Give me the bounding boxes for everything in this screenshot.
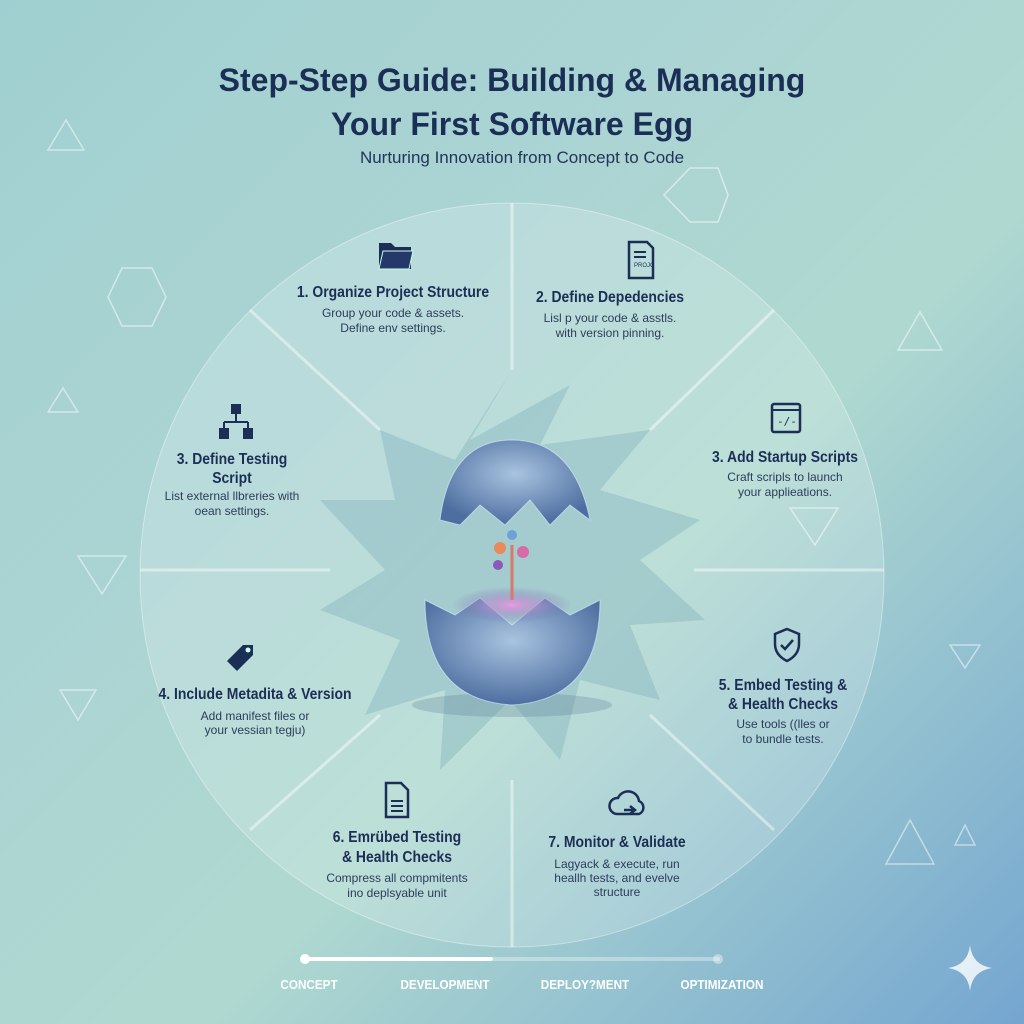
step-desc: heallh tests, and evelve xyxy=(554,871,680,885)
hierarchy-icon xyxy=(219,404,253,439)
decorative-triangles xyxy=(46,118,982,865)
timeline-start-dot xyxy=(300,954,310,964)
step-desc: your vessian tegju) xyxy=(204,723,306,737)
step-desc: with version pinning. xyxy=(555,326,665,340)
page-title-line2: Your First Software Egg xyxy=(330,106,694,142)
step-desc: Use tools ((lles or xyxy=(736,717,830,731)
timeline-stage-development: DEVELOPMENT xyxy=(400,977,490,992)
sprout-tree-icon xyxy=(493,530,529,600)
step-title: Script xyxy=(212,470,252,487)
step-title: & Health Checks xyxy=(341,849,453,866)
step-title: 4. Include Metadita & Version xyxy=(158,686,352,703)
step-title: 3. Define Testing xyxy=(176,451,288,468)
step-title: 2. Define Depedencies xyxy=(535,289,685,306)
step-desc: oean settings. xyxy=(194,504,270,518)
segment-dividers xyxy=(140,203,884,947)
step-desc: to bundle tests. xyxy=(742,732,824,746)
document-icon: PROJC xyxy=(627,240,655,280)
timeline-end-dot xyxy=(713,954,723,964)
step-desc: Craft scripls to launch xyxy=(727,470,843,484)
folder-icon xyxy=(378,243,414,270)
step-desc: Compress all compmitents xyxy=(326,871,468,885)
step-title: 3. Add Startup Scripts xyxy=(712,449,858,466)
step-desc: Lagyack & execute, run xyxy=(554,857,680,871)
page-title-line1: Step-Step Guide: Building & Managing xyxy=(218,62,806,98)
code-window-icon: -/- xyxy=(770,402,802,434)
step-desc: structure xyxy=(593,885,641,899)
step-title: 6. Emrübed Testing xyxy=(332,829,462,846)
page-subtitle: Nurturing Innovation from Concept to Cod… xyxy=(359,148,685,167)
egg-top-shell xyxy=(439,439,591,526)
step-desc: Add manifest files or xyxy=(200,709,310,723)
step-title: 7. Monitor & Validate xyxy=(548,834,686,851)
step-title: 5. Embed Testing & xyxy=(718,677,848,694)
step-title: & Health Checks xyxy=(727,696,839,713)
step-desc: Lisl p your code & asstls. xyxy=(543,311,677,325)
sparkle-icon xyxy=(948,945,992,991)
cloud-upload-icon xyxy=(608,790,645,816)
shield-check-icon xyxy=(773,627,801,663)
tag-icon xyxy=(227,645,253,671)
step-desc: your applieations. xyxy=(737,485,833,499)
file-text-icon xyxy=(384,781,410,819)
timeline-stage-optimization: OPTIMIZATION xyxy=(680,977,764,992)
svg-text:-/-: -/- xyxy=(777,415,797,428)
step-title: 1. Organize Project Structure xyxy=(296,284,490,301)
step-desc: ino deplsyable unit xyxy=(347,886,447,900)
step-desc: List external llbreries with xyxy=(164,489,300,503)
step-desc: Group your code & assets. xyxy=(321,306,465,320)
timeline-stage-concept: CONCEPT xyxy=(280,977,338,992)
timeline-stage-deployment: DEPLOY?MENT xyxy=(540,977,630,992)
svg-text:PROJC: PROJC xyxy=(634,263,655,269)
egg-bottom-shell xyxy=(424,597,601,706)
step-desc: Define env settings. xyxy=(340,321,446,335)
